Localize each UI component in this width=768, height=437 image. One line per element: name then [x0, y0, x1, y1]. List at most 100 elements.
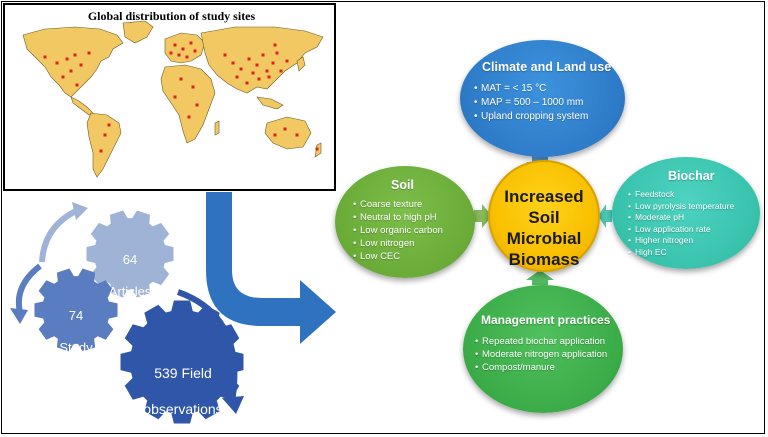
soil-arrow — [474, 204, 492, 228]
study-site-marker — [189, 41, 193, 45]
study-site-marker — [55, 61, 59, 65]
study-site-marker — [245, 81, 249, 85]
soil-item: Low organic carbon — [353, 224, 443, 237]
climate-item: Upland cropping system — [474, 110, 588, 124]
study-site-marker — [255, 63, 259, 67]
climate-item: MAP = 500 – 1000 mm — [474, 96, 588, 110]
biochar-arrow — [598, 204, 612, 228]
study-site-marker — [43, 55, 47, 59]
management-title: Management practices — [481, 313, 611, 327]
soil-list: Coarse texture Neutral to high pH Low or… — [353, 198, 443, 263]
climate-land-use-bubble: Climate and Land use MAT = < 15 °C MAP =… — [460, 40, 625, 157]
japan-landmass — [296, 56, 306, 72]
study-site-marker — [103, 133, 107, 137]
study-sites-gear — [34, 268, 118, 352]
south-america-landmass — [86, 112, 122, 178]
field-observations-count: 539 Field — [154, 365, 212, 381]
southeast-asia-islands — [256, 96, 284, 110]
cycle-arrow-left — [16, 263, 42, 313]
biochar-list: Feedstock Low pyrolysis temperature Mode… — [628, 189, 734, 258]
study-site-marker — [173, 95, 177, 99]
biochar-item: High EC — [628, 247, 734, 259]
field-observations-gear-label: 539 Field observations — [128, 346, 238, 436]
articles-count: 64 — [122, 252, 138, 267]
field-observations-text: observations — [143, 401, 223, 417]
soil-item: Low nitrogen — [353, 237, 443, 250]
study-site-marker — [275, 51, 279, 55]
management-item: Moderate nitrogen application — [475, 348, 607, 361]
cycle-arrow-top-head — [72, 202, 88, 220]
australia-landmass — [264, 116, 312, 150]
study-site-markers — [43, 41, 319, 153]
europe-landmass — [164, 32, 206, 64]
cycle-arrow-left-head — [10, 308, 28, 324]
study-site-marker — [223, 53, 227, 57]
study-site-marker — [271, 61, 275, 65]
study-site-marker — [179, 77, 183, 81]
study-site-marker — [73, 53, 77, 57]
management-practices-bubble: Management practices Repeated biochar ap… — [463, 285, 623, 413]
articles-gear-label: 64 Articles — [98, 236, 162, 316]
study-site-marker — [99, 149, 103, 153]
study-sites-count: 74 — [68, 308, 84, 323]
study-site-marker — [195, 103, 199, 107]
soil-item: Coarse texture — [353, 198, 443, 211]
gear-shape — [120, 300, 244, 424]
madagascar-landmass — [214, 120, 220, 136]
climate-item: MAT = < 15 °C — [474, 82, 588, 96]
cycle-arrow-top — [39, 207, 80, 263]
north-america-landmass — [22, 26, 124, 98]
study-site-marker — [87, 51, 91, 55]
climate-list: MAT = < 15 °C MAP = 500 – 1000 mm Upland… — [474, 82, 588, 124]
study-site-marker — [231, 61, 235, 65]
asia-landmass — [200, 26, 324, 94]
biochar-bubble: Biochar Feedstock Low pyrolysis temperat… — [612, 157, 760, 269]
study-site-marker — [279, 69, 283, 73]
study-site-marker — [69, 69, 73, 73]
soil-bubble: Soil Coarse texture Neutral to high pH L… — [335, 166, 475, 278]
soil-item: Low CEC — [353, 250, 443, 263]
study-site-marker — [79, 63, 83, 67]
biochar-item: Low application rate — [628, 224, 734, 236]
study-site-marker — [177, 53, 181, 57]
management-arrow — [526, 270, 554, 285]
biochar-title: Biochar — [668, 169, 715, 183]
gear-shape — [34, 268, 118, 352]
map-title: Global distribution of study sites — [87, 9, 256, 23]
study-site-marker — [295, 133, 299, 137]
increased-soil-microbial-biomass-bubble: Increased Soil Microbial Biomass — [488, 160, 600, 272]
study-site-marker — [173, 43, 177, 47]
world-map-panel: Global distribution of study sites — [3, 3, 336, 191]
climate-title: Climate and Land use — [482, 60, 612, 74]
soil-title: Soil — [391, 178, 414, 192]
study-site-marker — [315, 147, 319, 151]
study-site-marker — [193, 49, 197, 53]
biochar-item: Higher nitrogen — [628, 235, 734, 247]
study-site-marker — [191, 85, 195, 89]
gear-shape — [86, 210, 174, 298]
study-site-marker — [257, 77, 261, 81]
study-site-marker — [107, 123, 111, 127]
study-site-marker — [65, 57, 69, 61]
study-site-marker — [169, 51, 173, 55]
soil-item: Neutral to high pH — [353, 211, 443, 224]
study-site-marker — [239, 67, 243, 71]
study-site-marker — [283, 127, 287, 131]
study-site-marker — [235, 75, 239, 79]
cycle-arrow-right-head — [222, 396, 244, 414]
study-site-marker — [181, 47, 185, 51]
africa-landmass — [160, 64, 216, 144]
study-site-marker — [265, 69, 269, 73]
study-site-marker — [267, 75, 271, 79]
continents — [22, 20, 324, 178]
articles-gear — [86, 210, 174, 298]
management-item: Compost/manure — [475, 361, 607, 374]
study-site-marker — [247, 57, 251, 61]
study-sites-gear-label: 74 Study sites — [44, 292, 108, 388]
center-title: Increased Soil Microbial Biomass — [504, 187, 584, 269]
greenland-landmass — [122, 20, 154, 44]
study-site-marker — [61, 75, 65, 79]
management-list: Repeated biochar application Moderate ni… — [475, 335, 607, 374]
biochar-item: Feedstock — [628, 189, 734, 201]
